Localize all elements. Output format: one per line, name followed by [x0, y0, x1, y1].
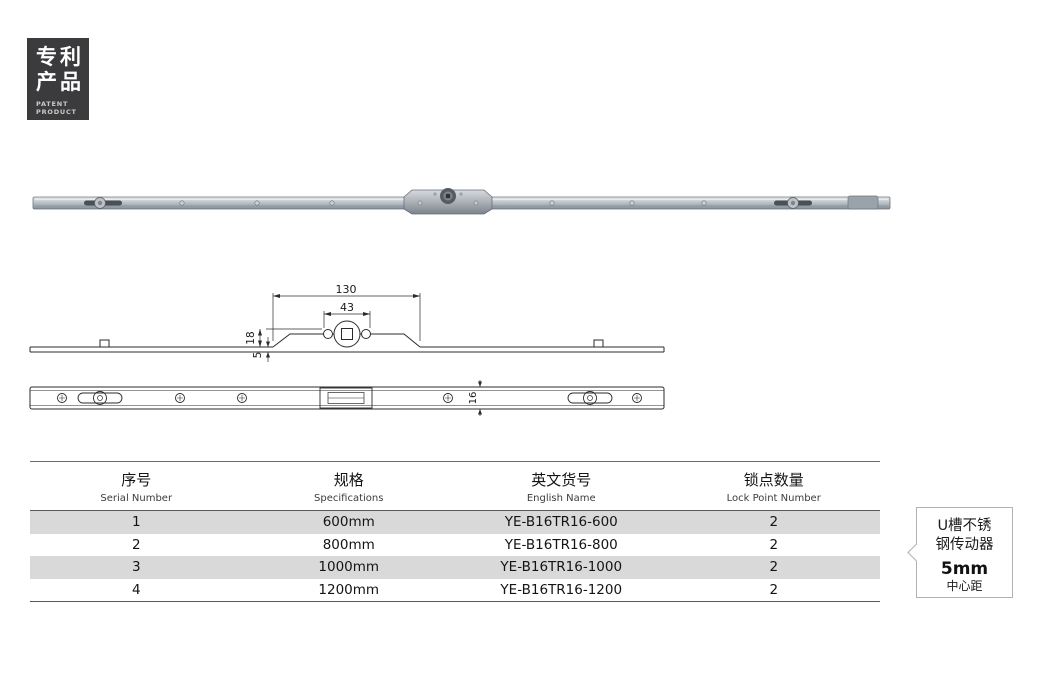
- col-header-spec: 规格 Specifications: [243, 469, 456, 504]
- left-roller: [93, 391, 107, 405]
- spec-table: 序号 Serial Number 规格 Specifications 英文货号 …: [30, 461, 880, 602]
- patent-badge-zh-line2: 产品: [36, 70, 84, 94]
- clip-left: [99, 339, 110, 348]
- table-row: 2 800mm YE-B16TR16-800 2: [30, 534, 880, 557]
- col-header-serial-zh: 序号: [121, 471, 152, 489]
- cell-spec: 1000mm: [318, 559, 380, 576]
- callout-zh-line1: U槽不锈: [937, 518, 992, 534]
- table-row: 1 600mm YE-B16TR16-600 2: [30, 511, 880, 534]
- cell-serial: 4: [131, 581, 141, 598]
- dim-18-label: 18: [245, 331, 257, 344]
- product-photo: [32, 188, 891, 215]
- plan-view-outline: [29, 386, 665, 410]
- callout-size: 5mm: [940, 559, 989, 579]
- cell-spec: 600mm: [322, 514, 375, 531]
- col-header-english-name: 英文货号 English Name: [455, 469, 668, 504]
- col-header-english-name-en: English Name: [526, 493, 596, 504]
- col-header-lock-points-en: Lock Point Number: [726, 493, 821, 504]
- dimension-16: 16: [468, 380, 482, 416]
- col-header-serial-en: Serial Number: [100, 493, 173, 504]
- col-header-serial: 序号 Serial Number: [30, 469, 243, 504]
- side-view-outline: [29, 320, 665, 353]
- cell-lock-points: 2: [769, 559, 779, 576]
- cell-english-name: YE-B16TR16-1000: [500, 559, 623, 576]
- cell-serial: 2: [131, 536, 141, 553]
- side-view-drawing: 130 43 18 5: [29, 285, 665, 362]
- cell-serial: 1: [131, 514, 141, 531]
- cell-spec: 1200mm: [318, 581, 380, 598]
- dim-43-label: 43: [340, 301, 354, 314]
- col-header-english-name-zh: 英文货号: [531, 471, 592, 489]
- col-header-spec-zh: 规格: [333, 471, 364, 489]
- center-housing: [319, 387, 373, 409]
- dim-5-label: 5: [252, 352, 264, 359]
- transmission-bar-photo: [32, 188, 891, 215]
- col-header-lock-points-zh: 锁点数量: [743, 471, 804, 489]
- cell-english-name: YE-B16TR16-800: [504, 536, 618, 553]
- right-slot: [567, 392, 613, 404]
- cell-lock-points: 2: [769, 514, 779, 531]
- dimension-lines: [259, 293, 421, 362]
- dim-130-label: 130: [336, 285, 357, 296]
- patent-badge: 专利 产品 PATENT PRODUCT: [27, 38, 89, 120]
- patent-badge-en-line2: PRODUCT: [36, 108, 77, 116]
- plan-view-drawing: 16: [29, 380, 665, 416]
- table-row: 3 1000mm YE-B16TR16-1000 2: [30, 556, 880, 579]
- cell-english-name: YE-B16TR16-600: [504, 514, 618, 531]
- col-header-lock-points: 锁点数量 Lock Point Number: [668, 469, 881, 504]
- clip-right: [593, 339, 604, 348]
- dimension-arrows: [258, 294, 420, 358]
- cell-lock-points: 2: [769, 536, 779, 553]
- cell-english-name: YE-B16TR16-1200: [500, 581, 623, 598]
- callout-zh-line2: 钢传动器: [935, 537, 994, 553]
- patent-badge-zh-line1: 专利: [36, 45, 84, 69]
- left-slot: [77, 392, 123, 404]
- square-spindle-hole: [341, 328, 353, 340]
- spindle-hole: [445, 193, 451, 199]
- dim-16-label: 16: [468, 392, 479, 405]
- patent-badge-en-line1: PATENT: [36, 100, 69, 108]
- end-bracket: [847, 195, 879, 210]
- table-header: 序号 Serial Number 规格 Specifications 英文货号 …: [30, 461, 880, 511]
- cell-spec: 800mm: [322, 536, 375, 553]
- cell-serial: 3: [131, 559, 141, 576]
- cell-lock-points: 2: [769, 581, 779, 598]
- product-type-callout: U槽不锈 钢传动器 5mm 中心距: [907, 507, 1013, 598]
- col-header-spec-en: Specifications: [314, 493, 384, 504]
- callout-note: 中心距: [946, 579, 983, 593]
- table-row: 4 1200mm YE-B16TR16-1200 2: [30, 579, 880, 602]
- right-roller: [583, 391, 597, 405]
- table-body: 1 600mm YE-B16TR16-600 2 2 800mm YE-B16T…: [30, 511, 880, 602]
